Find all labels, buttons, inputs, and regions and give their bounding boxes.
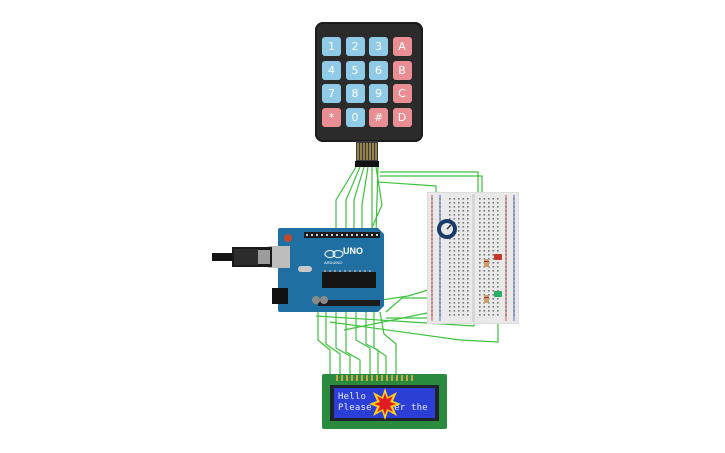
explosion-icon [369,388,401,420]
wire[interactable] [361,166,369,232]
red-led[interactable] [493,252,503,262]
keypad-key[interactable]: 1 [322,37,341,56]
usb-cable [212,247,272,267]
wire[interactable] [317,312,331,378]
lcd-header-pins [336,375,416,381]
potentiometer-knob-icon[interactable] [435,217,459,241]
keypad-ribbon-connector [355,141,379,167]
wire[interactable] [345,166,361,232]
breadboard[interactable] [427,192,519,324]
arduino-uno-board[interactable] [268,226,388,316]
keypad-key[interactable]: 3 [369,37,388,56]
resistor-2[interactable] [482,294,492,304]
wire[interactable] [373,312,387,378]
keypad-key[interactable]: 8 [345,84,365,103]
wire[interactable] [379,311,397,378]
keypad-key[interactable]: 2 [345,37,365,56]
arduino-model-label: UNO [343,246,363,256]
wire[interactable] [375,166,379,233]
keypad-key[interactable]: C [392,84,412,103]
keypad-key[interactable]: A [392,37,412,56]
wire[interactable] [345,312,361,378]
wire[interactable] [335,312,351,378]
keypad-key[interactable]: # [369,107,388,127]
keypad-key[interactable]: 5 [345,60,365,80]
keypad-key[interactable]: 9 [369,84,388,103]
wire[interactable] [385,297,428,313]
wire[interactable] [335,166,357,232]
keypad-key[interactable]: D [392,107,412,127]
keypad-key[interactable]: B [392,60,412,80]
lcd-line-1: Hello [338,392,367,402]
keypad-key[interactable]: * [322,107,341,127]
wire[interactable] [353,166,365,232]
arduino-brand-label: ARDUINO [324,260,343,265]
green-led[interactable] [493,289,503,299]
resistor-1[interactable] [482,258,492,268]
wire[interactable] [365,312,379,378]
keypad-key[interactable]: 6 [369,60,388,80]
wire[interactable] [325,312,341,378]
lcd-line-2: Please er the [338,403,428,413]
keypad-key[interactable]: 7 [322,84,341,103]
keypad-key[interactable]: 4 [322,60,341,80]
keypad-key[interactable]: 0 [345,107,365,127]
